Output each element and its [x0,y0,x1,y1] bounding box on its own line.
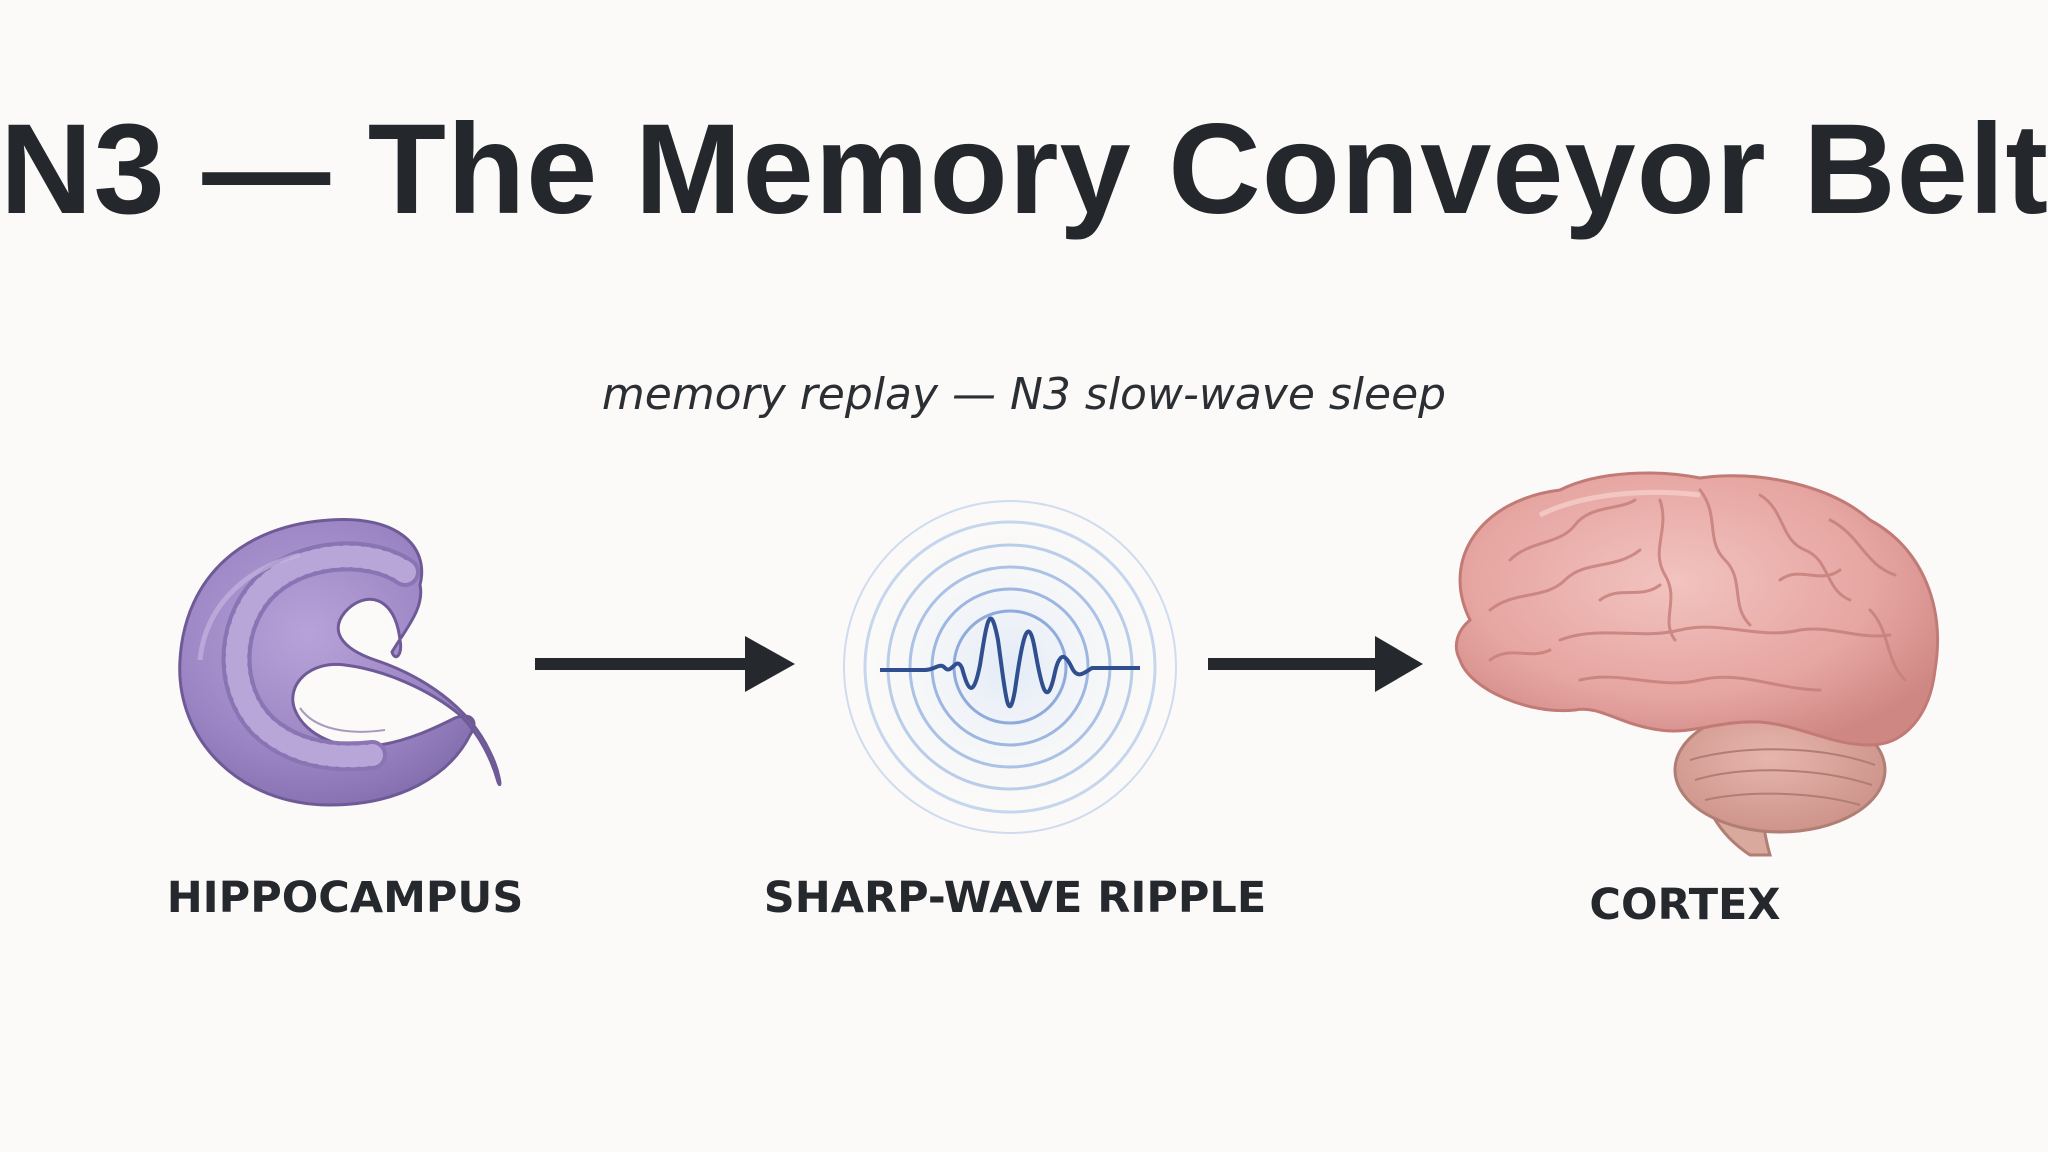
diagram-title: N3 — The Memory Conveyor Belt [0,98,2048,241]
sharp-wave-ripple-icon [842,499,1178,835]
brain-icon [1454,471,1939,857]
arrow-right-icon [535,636,795,692]
node-label-cortex: CORTEX [1589,880,1781,930]
diagram-subtitle: memory replay — N3 slow-wave sleep [601,369,1447,420]
node-label-hippocampus: HIPPOCAMPUS [166,873,524,923]
arrow-right-icon [1208,636,1423,692]
hippocampus-icon [178,517,502,807]
node-label-sharp-wave-ripple: SHARP-WAVE RIPPLE [763,873,1267,923]
